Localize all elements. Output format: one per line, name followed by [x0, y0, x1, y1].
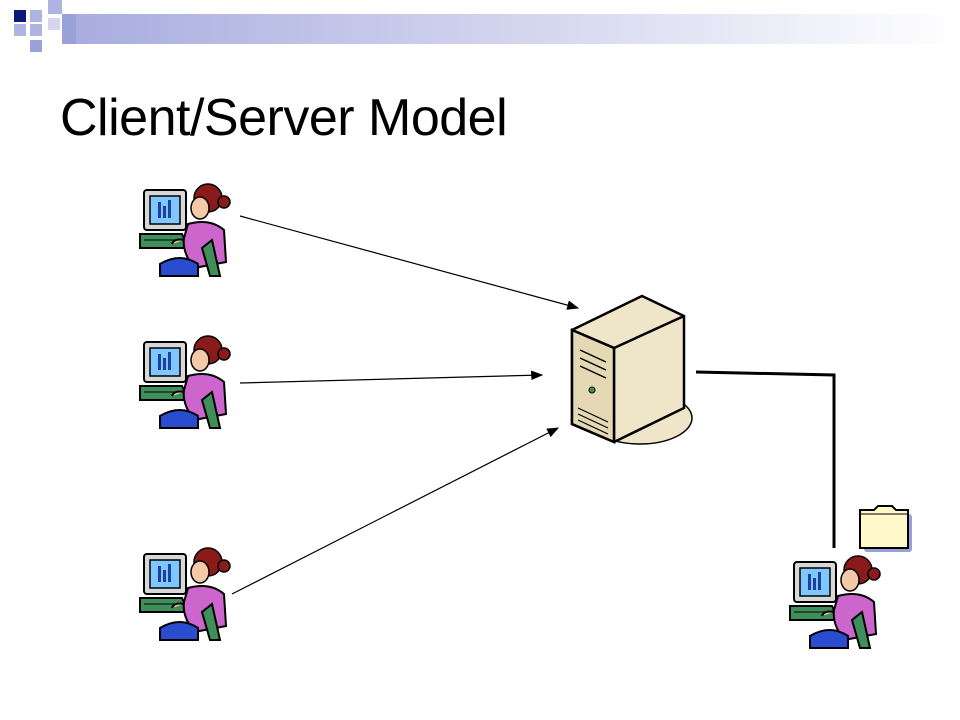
- connection-server-to-admin: [695, 370, 836, 548]
- connection-client-2-to-server: [239, 370, 544, 384]
- header-square: [30, 24, 42, 36]
- server-tower-icon: [570, 294, 693, 445]
- header-square: [62, 14, 76, 44]
- header-square: [30, 10, 42, 22]
- slide-title: Client/Server Model: [60, 89, 508, 147]
- header-square: [48, 18, 60, 30]
- header-gradient-bar: [76, 14, 960, 44]
- header-square: [14, 10, 26, 22]
- header-square: [30, 40, 42, 52]
- admin-person-at-computer-icon: [789, 555, 881, 649]
- client-3-person-at-computer-icon: [139, 547, 231, 641]
- client-1-person-at-computer-icon: [139, 183, 231, 277]
- header-square: [48, 0, 62, 14]
- header-square: [14, 24, 26, 36]
- connection-client-1-to-server: [239, 215, 580, 310]
- connection-client-3-to-server: [231, 427, 560, 595]
- folder-icon: [859, 505, 912, 552]
- header-decoration: [14, 0, 960, 52]
- client-2-person-at-computer-icon: [139, 335, 231, 429]
